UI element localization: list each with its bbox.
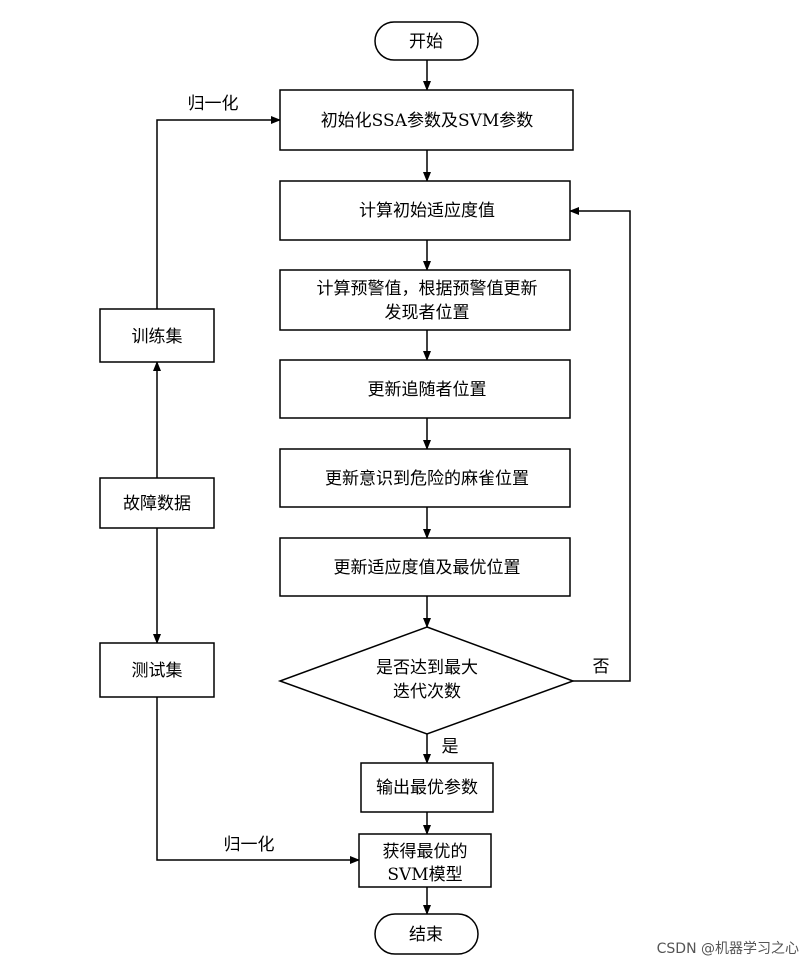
- node-decision-label-line2: 迭代次数: [393, 682, 461, 702]
- node-end-label: 结束: [409, 925, 443, 945]
- node-danger: 更新意识到危险的麻雀位置: [279, 448, 571, 508]
- edge-label-yes: 是: [442, 737, 459, 757]
- node-follower: 更新追随者位置: [279, 359, 571, 419]
- node-fault-label: 故障数据: [123, 494, 191, 514]
- node-output: 输出最优参数: [360, 762, 494, 813]
- node-fitness-init: 计算初始适应度值: [279, 180, 571, 241]
- node-start-label: 开始: [409, 32, 443, 52]
- edge-test-model: [156, 697, 360, 864]
- node-decision-label-line1: 是否达到最大: [376, 658, 478, 678]
- node-train-label: 训练集: [132, 327, 183, 347]
- node-warning-label-line1: 计算预警值，根据预警值更新: [317, 279, 538, 299]
- watermark-text: CSDN @机器学习之心: [657, 941, 799, 957]
- edge-label-normalize-top: 归一化: [188, 94, 239, 114]
- connectors: [153, 60, 631, 915]
- node-fitness-update: 更新适应度值及最优位置: [279, 537, 571, 597]
- node-start: 开始: [374, 21, 479, 61]
- node-decision: 是否达到最大 迭代次数: [277, 626, 576, 735]
- node-model: 获得最优的 SVM模型: [358, 833, 492, 888]
- edge-train-init: [156, 116, 281, 309]
- node-init: 初始化SSA参数及SVM参数: [279, 89, 574, 151]
- node-init-label: 初始化SSA参数及SVM参数: [321, 111, 534, 131]
- node-test: 测试集: [99, 642, 215, 698]
- node-model-label-line2: SVM模型: [387, 865, 462, 885]
- edge-label-normalize-bottom: 归一化: [224, 835, 275, 855]
- node-test-label: 测试集: [132, 661, 183, 681]
- node-train: 训练集: [99, 308, 215, 363]
- node-warning-label-line2: 发现者位置: [385, 303, 470, 323]
- node-danger-label: 更新意识到危险的麻雀位置: [325, 469, 529, 489]
- node-end: 结束: [374, 913, 479, 955]
- node-warning: 计算预警值，根据预警值更新 发现者位置: [279, 269, 571, 331]
- node-output-label: 输出最优参数: [376, 778, 478, 798]
- edge-decision-loop-back: [569, 207, 631, 682]
- node-fault: 故障数据: [99, 477, 215, 529]
- edge-label-no: 否: [593, 657, 610, 677]
- node-fitness-init-label: 计算初始适应度值: [359, 201, 495, 221]
- node-model-label-line1: 获得最优的: [383, 842, 468, 862]
- node-follower-label: 更新追随者位置: [368, 380, 487, 400]
- node-fitness-update-label: 更新适应度值及最优位置: [334, 558, 521, 578]
